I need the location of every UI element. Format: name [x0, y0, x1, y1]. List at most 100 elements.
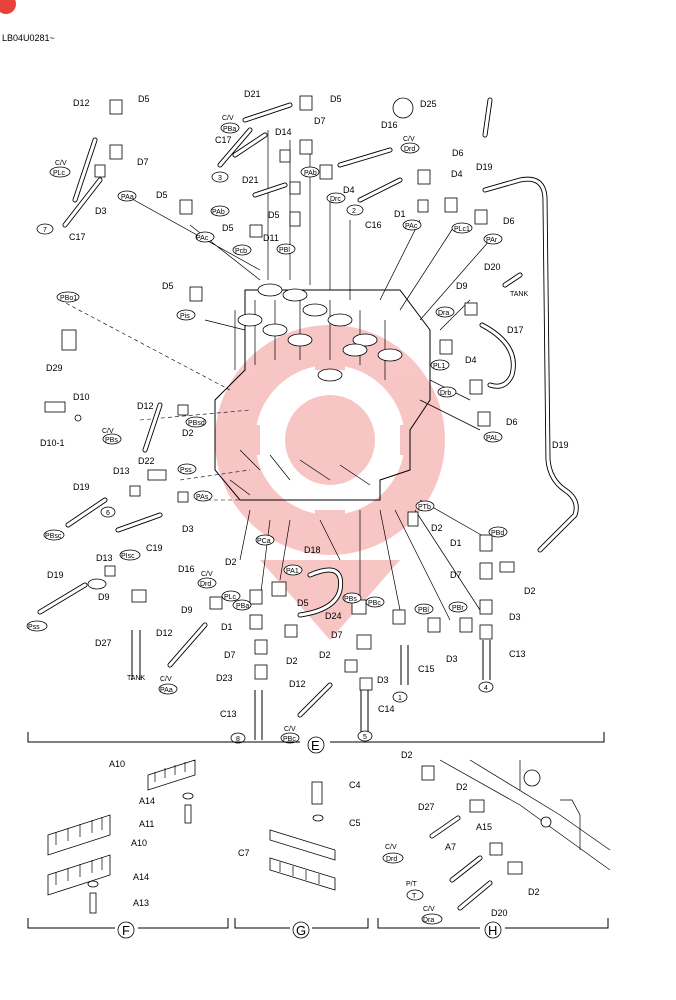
label-C17: C17 — [69, 232, 86, 242]
label-C-V: C/V — [423, 906, 435, 913]
label-D10: D10 — [73, 392, 90, 402]
label-D7: D7 — [450, 570, 462, 580]
label-D25: D25 — [420, 99, 437, 109]
section-label-f: F — [122, 923, 130, 938]
label-PCa: PCa — [257, 538, 271, 545]
label-D6: D6 — [506, 417, 518, 427]
label-A14: A14 — [139, 796, 155, 806]
label-8: 8 — [236, 736, 240, 743]
label-PL1: PL1 — [433, 363, 446, 370]
label-D2: D2 — [286, 656, 298, 666]
label-Dra: Dra — [438, 310, 449, 317]
label-D19: D19 — [47, 570, 64, 580]
label-D5: D5 — [222, 223, 234, 233]
label-D23: D23 — [216, 673, 233, 683]
label-6: 6 — [106, 510, 110, 517]
corner-badge — [0, 0, 16, 14]
label-D7: D7 — [137, 157, 149, 167]
label-D9: D9 — [181, 605, 193, 615]
section-f-parts: F — [27, 759, 229, 939]
callout-ovals — [26, 122, 508, 925]
label-D2: D2 — [401, 750, 413, 760]
label-D7: D7 — [224, 650, 236, 660]
label-PTb: PTb — [418, 504, 431, 511]
label-PAb: PAb — [304, 170, 317, 177]
label-Drd: Drd — [200, 581, 211, 588]
label-D12: D12 — [156, 628, 173, 638]
section-h-parts: H — [377, 759, 611, 939]
label-D5: D5 — [138, 94, 150, 104]
label-A15: A15 — [476, 822, 492, 832]
label-D2: D2 — [225, 557, 237, 567]
label-D2: D2 — [456, 782, 468, 792]
label-D1: D1 — [221, 622, 233, 632]
label-D2: D2 — [528, 887, 540, 897]
label-PBr: PBr — [452, 605, 464, 612]
label-D5: D5 — [268, 210, 280, 220]
label-D19: D19 — [73, 482, 90, 492]
label-D11: D11 — [263, 233, 279, 243]
fitting-symbols — [44, 95, 515, 691]
label-A11: A11 — [139, 819, 154, 829]
hose-d19 — [482, 176, 579, 553]
section-g-parts: G — [234, 781, 369, 939]
label-A13: A13 — [133, 898, 149, 908]
label-D1: D1 — [450, 538, 462, 548]
label-PBc: PBc — [283, 736, 296, 743]
label-C4: C4 — [349, 780, 361, 790]
label-5: 5 — [363, 734, 367, 741]
label-C13: C13 — [220, 709, 237, 719]
label-D13: D13 — [96, 553, 113, 563]
label-C7: C7 — [238, 848, 250, 858]
label-Pis: Pis — [180, 313, 190, 320]
label-Pcb: Pcb — [235, 248, 247, 255]
label-D6: D6 — [452, 148, 464, 158]
label-D19: D19 — [476, 162, 493, 172]
label-PBL: PBl — [418, 607, 429, 614]
label-C-V: C/V — [385, 844, 397, 851]
control-valve-block — [214, 283, 431, 501]
label-D9: D9 — [98, 592, 110, 602]
label-1: 1 — [398, 695, 402, 702]
label-P-T: P/T — [406, 881, 418, 888]
label-D16: D16 — [178, 564, 195, 574]
label-D29: D29 — [46, 363, 63, 373]
label-D27: D27 — [95, 638, 112, 648]
label-A10: A10 — [109, 759, 125, 769]
label-PBc: PBc — [368, 600, 381, 607]
label-TANK: TANK — [510, 291, 528, 298]
label-D13: D13 — [113, 466, 130, 476]
label-D10-1: D10-1 — [40, 438, 65, 448]
section-label-g: G — [296, 923, 306, 938]
label-D2: D2 — [431, 523, 443, 533]
label-D17: D17 — [507, 325, 524, 335]
label-C5: C5 — [349, 818, 361, 828]
label-D12: D12 — [73, 98, 90, 108]
label-PBl: PBl — [279, 247, 290, 254]
label-D2: D2 — [182, 428, 194, 438]
label-3: 3 — [218, 175, 222, 182]
label-D12: D12 — [289, 679, 306, 689]
label-A10: A10 — [131, 838, 147, 848]
label-C13: C13 — [509, 649, 526, 659]
label-D5: D5 — [297, 598, 309, 608]
label-TANK: TANK — [127, 675, 145, 682]
section-e-bracket: E — [27, 732, 605, 754]
label-PLc: PLc — [224, 594, 237, 601]
label-A14: A14 — [133, 872, 149, 882]
label-7: 7 — [43, 227, 47, 234]
label-C-V: C/V — [284, 726, 296, 733]
label-D2: D2 — [524, 586, 536, 596]
label-PA1: PA1 — [286, 568, 299, 575]
label-PAc: PAc — [196, 235, 209, 242]
label-D20: D20 — [484, 262, 501, 272]
label-D18: D18 — [304, 545, 321, 555]
label-C15: C15 — [418, 664, 435, 674]
label-D14: D14 — [275, 127, 292, 137]
label-C-V: C/V — [403, 136, 415, 143]
label-D5: D5 — [330, 94, 342, 104]
label-D4: D4 — [465, 355, 477, 365]
label-PIsc: PIsc — [121, 553, 135, 560]
label-D1: D1 — [394, 209, 406, 219]
label-2: 2 — [352, 208, 356, 215]
